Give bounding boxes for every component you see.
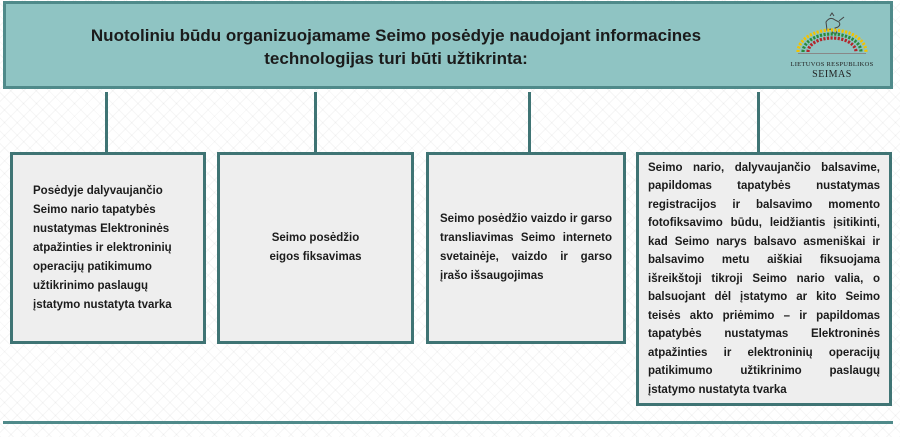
seimas-emblem-icon xyxy=(796,12,868,54)
requirement-box-3-text: Seimo posėdžio vaizdo ir garso transliav… xyxy=(440,213,612,282)
requirement-box-1: Posėdyje dalyvaujančio Seimo nario tapat… xyxy=(10,152,206,344)
requirement-box-3: Seimo posėdžio vaizdo ir garso transliav… xyxy=(426,152,626,344)
requirement-box-2: Seimo posėdžio eigos fiksavimas xyxy=(217,152,414,344)
connector-line-2 xyxy=(314,92,317,153)
requirement-box-4: Seimo nario, dalyvaujančio balsavime, pa… xyxy=(636,152,892,406)
connector-line-3 xyxy=(528,92,531,153)
requirement-box-4-text: Seimo nario, dalyvaujančio balsavime, pa… xyxy=(648,161,880,396)
connector-line-1 xyxy=(105,92,108,153)
requirement-box-1-text: Posėdyje dalyvaujančio Seimo nario tapat… xyxy=(33,184,172,311)
seimas-logo: LIETUVOS RESPUBLIKOS SEIMAS xyxy=(784,12,880,82)
page-title: Nuotoliniu būdu organizuojamame Seimo po… xyxy=(90,26,702,68)
requirement-box-2-text: Seimo posėdžio eigos fiksavimas xyxy=(269,232,362,263)
logo-text-line1: LIETUVOS RESPUBLIKOS xyxy=(790,61,874,68)
connector-line-4 xyxy=(757,92,760,153)
header-banner: Nuotoliniu būdu organizuojamame Seimo po… xyxy=(3,1,893,89)
bottom-divider xyxy=(3,421,893,424)
logo-text-line2: SEIMAS xyxy=(812,69,852,80)
